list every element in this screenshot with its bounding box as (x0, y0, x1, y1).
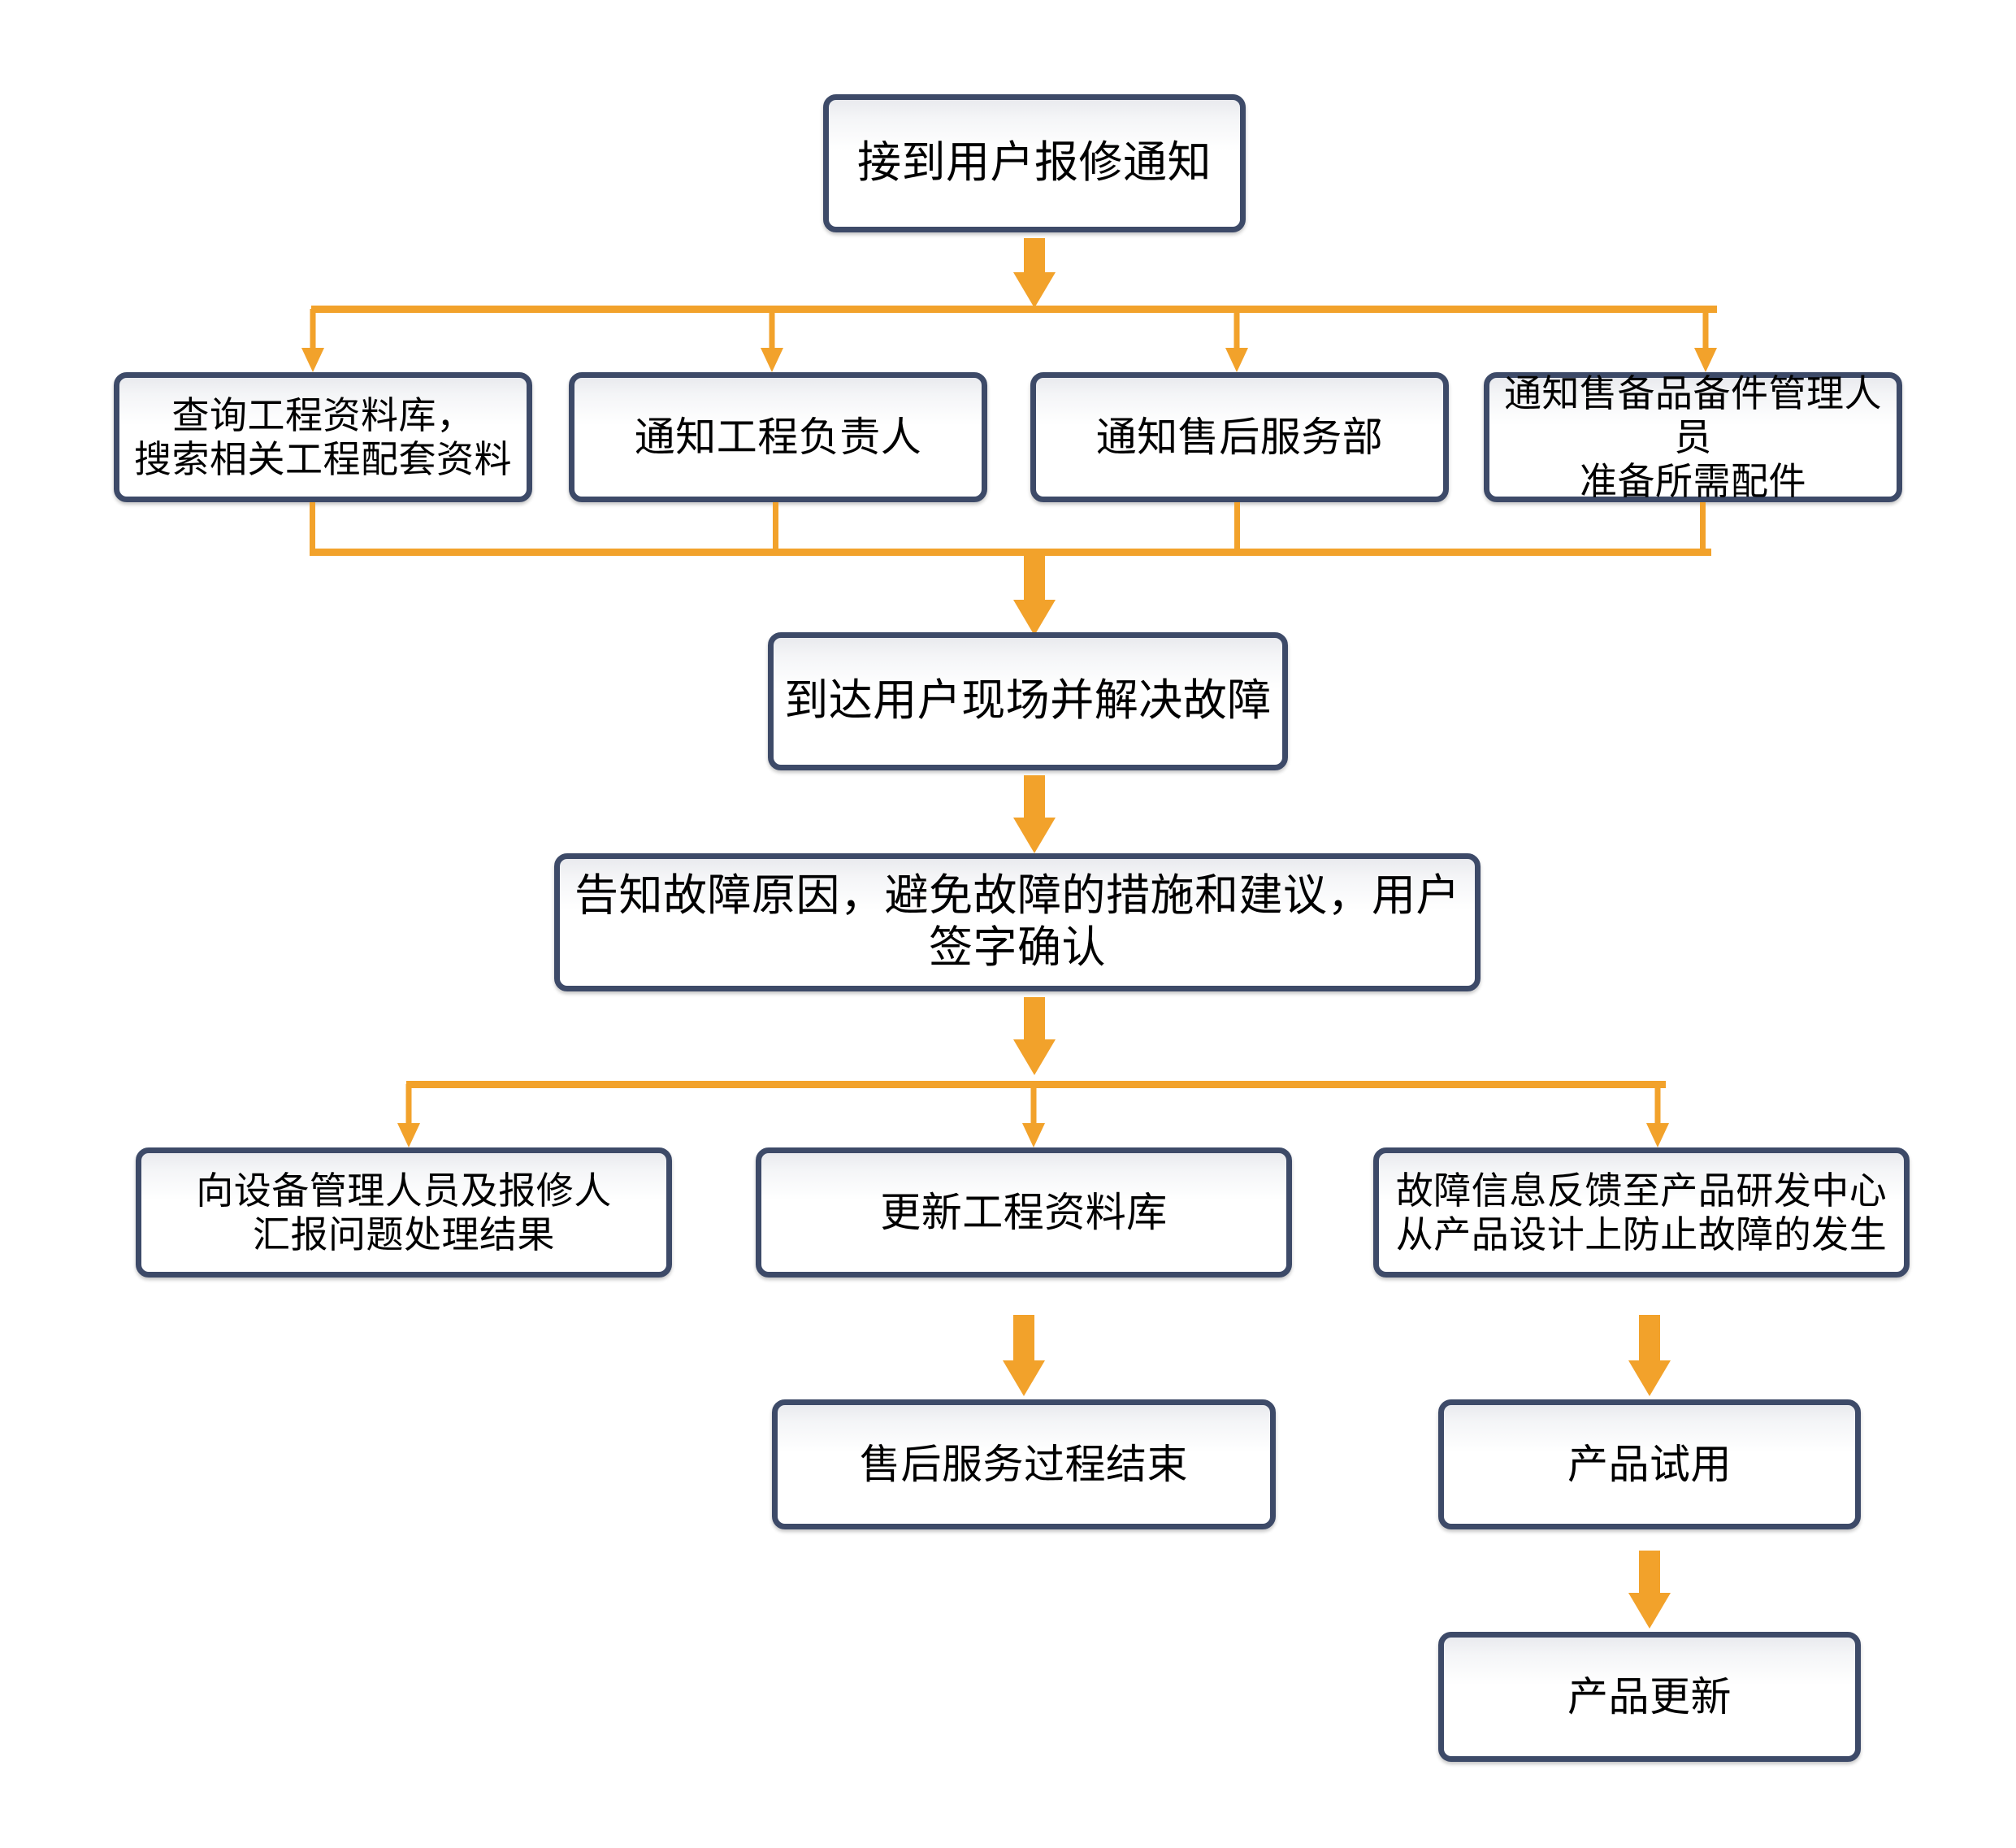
process-node-notify-project-lead[interactable]: 通知工程负责人 (569, 372, 987, 502)
node-label: 产品试用 (1567, 1441, 1732, 1487)
arrow-down-icon (301, 309, 324, 372)
node-label: 通知工程负责人 (634, 414, 922, 460)
node-label: 接到用户报修通知 (857, 138, 1212, 188)
node-label: 通知售备品备件管理人员 准备所需配件 (1504, 371, 1882, 503)
arrow-down-icon (1646, 1084, 1669, 1147)
split-bus-top (311, 306, 1717, 313)
arrow-down-icon (1013, 775, 1056, 853)
node-label: 产品更新 (1567, 1673, 1732, 1720)
node-label: 更新工程资料库 (880, 1189, 1168, 1235)
merge-bus-top (310, 549, 1711, 556)
process-node-product-update[interactable]: 产品更新 (1438, 1632, 1861, 1762)
arrow-down-icon (1225, 309, 1248, 372)
arrow-down-icon (1013, 997, 1056, 1075)
arrow-down-icon (397, 1084, 420, 1147)
process-node-update-engineering-library[interactable]: 更新工程资料库 (756, 1147, 1292, 1278)
process-node-query-engineering-library[interactable]: 查询工程资料库， 搜索相关工程配套资料 (114, 372, 532, 502)
process-node-arrive-onsite-fix-fault[interactable]: 到达用户现场并解决故障 (768, 632, 1288, 770)
node-label: 查询工程资料库， 搜索相关工程配套资料 (134, 393, 512, 480)
process-node-notify-aftersales-dept[interactable]: 通知售后服务部 (1030, 372, 1449, 502)
merge-line (1234, 502, 1240, 553)
process-node-product-trial[interactable]: 产品试用 (1438, 1399, 1861, 1529)
merge-line (1700, 502, 1706, 553)
arrow-down-icon (761, 309, 783, 372)
node-label: 到达用户现场并解决故障 (784, 676, 1272, 726)
arrow-down-icon (1013, 238, 1056, 308)
merge-line (310, 502, 315, 553)
arrow-down-icon (1628, 1551, 1671, 1629)
arrow-down-icon (1022, 1084, 1045, 1147)
process-node-aftersales-process-end[interactable]: 售后服务过程结束 (772, 1399, 1276, 1529)
node-label: 通知售后服务部 (1095, 414, 1384, 460)
process-node-notify-spare-parts-manager[interactable]: 通知售备品备件管理人员 准备所需配件 (1484, 372, 1902, 502)
arrow-down-icon (1694, 309, 1717, 372)
process-node-inform-cause-and-signature[interactable]: 告知故障原因，避免故障的措施和建议，用户签字确认 (554, 853, 1481, 991)
node-label: 告知故障原因，避免故障的措施和建议，用户签字确认 (574, 871, 1460, 972)
node-label: 向设备管理人员及报修人 汇报问题处理结果 (196, 1169, 612, 1256)
process-node-feedback-to-rnd-center[interactable]: 故障信息反馈至产品研发中心 从产品设计上防止故障的发生 (1373, 1147, 1910, 1278)
arrow-down-icon (1628, 1315, 1671, 1396)
merge-line (773, 502, 778, 553)
node-label: 故障信息反馈至产品研发中心 从产品设计上防止故障的发生 (1395, 1169, 1888, 1256)
node-label: 售后服务过程结束 (860, 1441, 1188, 1487)
arrow-down-icon (1013, 554, 1056, 636)
process-node-report-result-to-equipment-manager[interactable]: 向设备管理人员及报修人 汇报问题处理结果 (136, 1147, 672, 1278)
process-node-receive-repair-notice[interactable]: 接到用户报修通知 (823, 94, 1246, 232)
arrow-down-icon (1003, 1315, 1045, 1396)
